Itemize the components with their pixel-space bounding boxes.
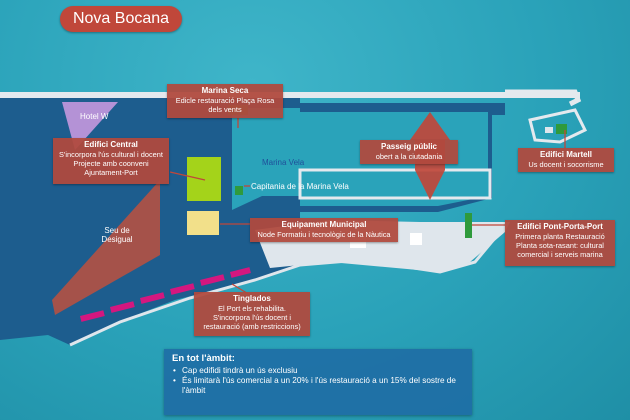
- callout-line: Node Formatiu i tecnològic de la Nàutica: [257, 230, 391, 239]
- callout-line: Projecte amb coonveni: [73, 159, 149, 169]
- callout-title: Marina Seca: [201, 86, 249, 95]
- marina-vela-label: Marina Vela: [262, 158, 305, 167]
- capitania-building: [235, 186, 243, 195]
- callout-line: S'incorpora l'ús cultural i docent: [59, 150, 163, 159]
- edifici-central-building: [187, 157, 221, 201]
- callout-title: Edifici Martell: [539, 150, 592, 159]
- callout-title: Equipament Municipal: [281, 220, 367, 229]
- tinglados-buildings: [79, 267, 251, 322]
- callout-line: El Port els rehabilita.: [218, 304, 286, 313]
- pont-porta-building: [465, 213, 472, 238]
- summary-list: Cap edifidi tindrà un ús exclusiu És lim…: [172, 366, 464, 396]
- seu-desigual-line: Seu de: [104, 226, 130, 235]
- dock-edge: [69, 231, 502, 347]
- callout-title: Tinglados: [233, 294, 271, 303]
- callout-line: S'incorpora l'ús docent i: [212, 313, 291, 323]
- pont-porta-callout: Edifici Pont-Porta-Port Primera planta R…: [505, 220, 615, 266]
- callout-line: restauració (amb restriccions): [203, 322, 301, 332]
- seu-desigual-building: [52, 180, 160, 315]
- hotel-w-label: Hotel W: [80, 112, 109, 121]
- tinglados-callout: Tinglados El Port els rehabilita. S'inco…: [194, 292, 310, 336]
- callout-title: Passeig públic: [380, 142, 438, 151]
- callout-title: Edifici Pont-Porta-Port: [517, 222, 603, 231]
- summary-box: En tot l'àmbit: Cap edifidi tindrà un ús…: [164, 349, 472, 415]
- seu-desigual-line: Desigual: [101, 235, 133, 244]
- passeig-callout: Passeig públic obert a la ciutadania: [360, 140, 458, 164]
- top-pier: [0, 92, 580, 98]
- capitania-label: Capitania de la Marina Vela: [251, 182, 349, 191]
- callout-line: Primera planta Restauració: [515, 232, 605, 241]
- breakwater-tip: [505, 89, 582, 107]
- summary-title: En tot l'àmbit:: [172, 353, 235, 364]
- martell-building: [556, 124, 567, 134]
- dock-building: [350, 238, 366, 248]
- callout-line: Planta sota-rasant: cultural: [516, 241, 604, 251]
- page-title: Nova Bocana: [60, 6, 182, 32]
- callout-line: comercial i serveis marina: [517, 250, 603, 260]
- martell-callout: Edifici Martell Us docent i socorrisme: [518, 148, 614, 172]
- summary-bullet: És limitarà l'ús comercial a un 20% i l'…: [173, 376, 464, 396]
- equipament-building: [187, 211, 219, 235]
- edifici-central-callout: Edifici Central S'incorpora l'ús cultura…: [53, 138, 169, 184]
- callout-line: Ajuntament-Port: [84, 168, 138, 178]
- dock-building: [410, 233, 422, 245]
- callout-line: obert a la ciutadania: [375, 152, 443, 161]
- marina-seca-callout: Marina Seca Edicle restauració Plaça Ros…: [167, 84, 283, 118]
- callout-line: Us docent i socorrisme: [528, 160, 604, 169]
- callout-title: Edifici Central: [84, 140, 138, 149]
- callout-line: Edicle restauració Plaça Rosa: [175, 96, 275, 105]
- martell-annex: [545, 127, 553, 133]
- summary-bullet: Cap edifidi tindrà un ús exclusiu: [173, 366, 464, 376]
- seu-desigual-label: Seu de Desigual: [92, 226, 142, 244]
- equipament-callout: Equipament Municipal Node Formatiu i tec…: [250, 218, 398, 242]
- callout-line: dels vents: [208, 105, 242, 115]
- martell-pier: [528, 108, 588, 144]
